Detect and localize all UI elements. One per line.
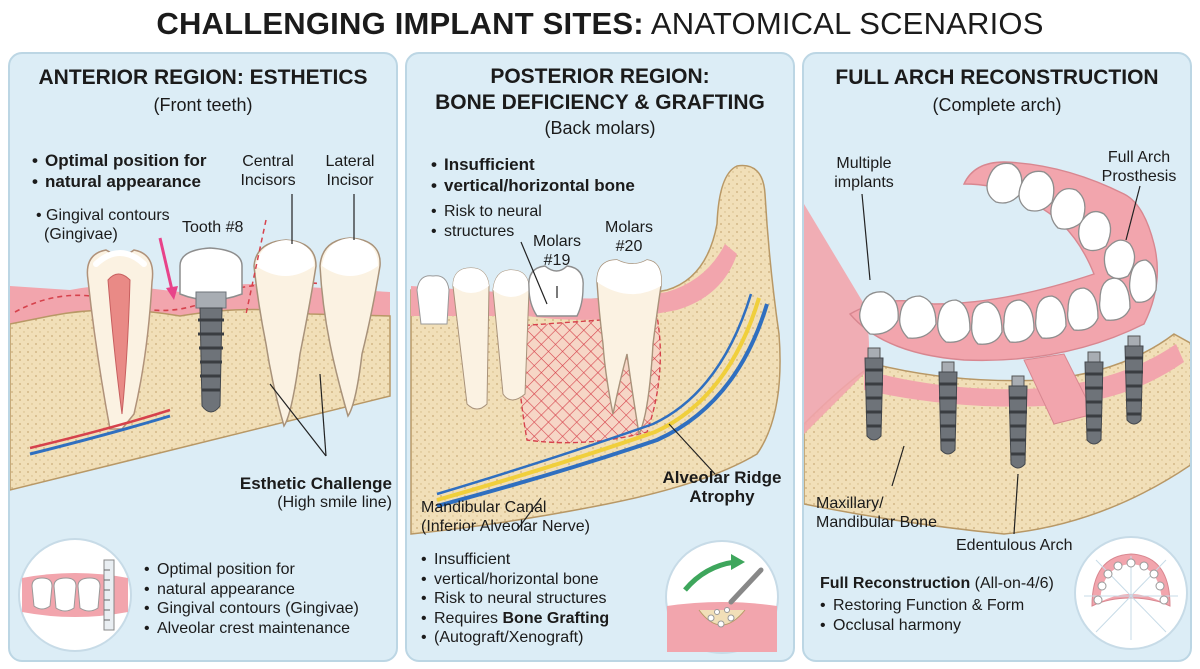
multiple-implants-label: Multiple implants [834, 155, 894, 191]
anterior-illustration [10, 194, 391, 652]
bone-graft-icon [665, 540, 779, 654]
full-arch-bullet: Restoring Function & Form [820, 596, 1024, 616]
full-reconstruction-title: Full Reconstruction (All-on-4/6) [820, 575, 1054, 592]
molar-20 [596, 259, 662, 437]
prosthesis-teeth [859, 162, 1157, 345]
gingival-arrow [158, 237, 174, 291]
implant-abutment [195, 291, 227, 309]
posterior-bullet-cont: (Autograft/Xenograft) [421, 628, 609, 648]
anterior-bullet-cont: natural appearance [144, 580, 359, 600]
nerve-yellow [436, 297, 761, 502]
molars-19-label: Molars #19 [532, 233, 581, 269]
anterior-bullets: Optimal position for natural appearance … [144, 560, 359, 638]
central-incisors-label: Central Incisors [240, 153, 296, 189]
implant-screw [198, 307, 224, 413]
anterior-nerve-red [29, 408, 171, 450]
anterior-top-bullet: Optimal position for [32, 150, 207, 171]
anterior-bullet: Alveolar crest maintenance [144, 619, 359, 639]
mandibular-canal-label: Mandibular Canal (Inferior Alveolar Nerv… [421, 499, 590, 535]
anterior-heading: ANTERIOR REGION: ESTHETICS [38, 66, 368, 89]
posterior-risk-line: Risk to neural [431, 202, 542, 222]
arch-diagram-icon [1074, 536, 1188, 650]
molar-19 [528, 265, 584, 317]
posterior-bullet-cont: vertical/horizontal bone [421, 570, 609, 590]
smile-icon [18, 538, 132, 652]
posterior-top-bullet-cont: vertical/horizontal bone [431, 175, 635, 196]
full-arch-bullets: Restoring Function & Form Occlusal harmo… [820, 596, 1024, 635]
posterior-top-bullets: Insufficient vertical/horizontal bone [431, 154, 635, 196]
molars-20-label: Molars #20 [604, 219, 653, 255]
full-arch-illustration [804, 161, 1190, 650]
title-bold: CHALLENGING IMPLANT SITES: [156, 6, 644, 41]
page-title: CHALLENGING IMPLANT SITES: ANATOMICAL SC… [0, 6, 1200, 42]
posterior-heading: POSTERIOR REGION: BONE DEFICIENCY & GRAF… [435, 65, 765, 114]
anterior-nerve-blue [29, 414, 171, 456]
lateral-incisor [319, 237, 381, 418]
nerve-blue [436, 303, 769, 508]
bone-label: Maxillary/ Mandibular Bone [816, 495, 937, 531]
tooth-pulp [107, 273, 131, 415]
tooth8-label: Tooth #8 [182, 219, 244, 236]
posterior-top-bullet: Insufficient [431, 154, 635, 175]
anterior-top-bullets: Optimal position for natural appearance [32, 150, 207, 192]
posterior-risk: Risk to neural structures [431, 202, 542, 241]
full-arch-prosthesis-label: Full Arch Prosthesis [1101, 149, 1177, 185]
nerve-blue-2 [436, 293, 753, 496]
gingival-label: • Gingival contours (Gingivae) [36, 207, 170, 243]
panel-anterior: ANTERIOR REGION: ESTHETICS (Front teeth) [8, 52, 398, 662]
posterior-bullet: Requires Bone Grafting [421, 609, 609, 629]
full-arch-subheading: (Complete arch) [932, 95, 1062, 115]
posterior-bullets: Insufficient vertical/horizontal bone Ri… [421, 550, 609, 648]
esthetic-challenge-label: Esthetic Challenge (High smile line) [239, 474, 392, 511]
full-arch-heading: FULL ARCH RECONSTRUCTION [835, 66, 1159, 89]
anterior-bullet: Gingival contours (Gingivae) [144, 599, 359, 619]
posterior-illustration [410, 164, 781, 654]
panel-posterior: POSTERIOR REGION: BONE DEFICIENCY & GRAF… [405, 52, 795, 662]
anterior-top-bullet-cont: natural appearance [32, 171, 207, 192]
central-incisor [253, 239, 317, 428]
ridge-atrophy-label: Alveolar Ridge Atrophy [662, 468, 782, 506]
anterior-bullet: Optimal position for [144, 560, 359, 580]
posterior-subheading: (Back molars) [544, 118, 656, 138]
panel-full-arch: FULL ARCH RECONSTRUCTION (Complete arch) [802, 52, 1192, 662]
edentulous-arch-label: Edentulous Arch [956, 537, 1073, 554]
title-light: ANATOMICAL SCENARIOS [650, 6, 1044, 41]
posterior-risk-line-cont: structures [431, 222, 542, 242]
posterior-bullet: Risk to neural structures [421, 589, 609, 609]
posterior-teeth [416, 259, 662, 437]
posterior-bullet: Insufficient [421, 550, 609, 570]
lateral-incisor-label: Lateral Incisor [325, 153, 375, 189]
full-arch-bullet: Occlusal harmony [820, 616, 1024, 636]
anterior-subheading: (Front teeth) [153, 95, 253, 115]
arch-implants [864, 335, 1144, 469]
